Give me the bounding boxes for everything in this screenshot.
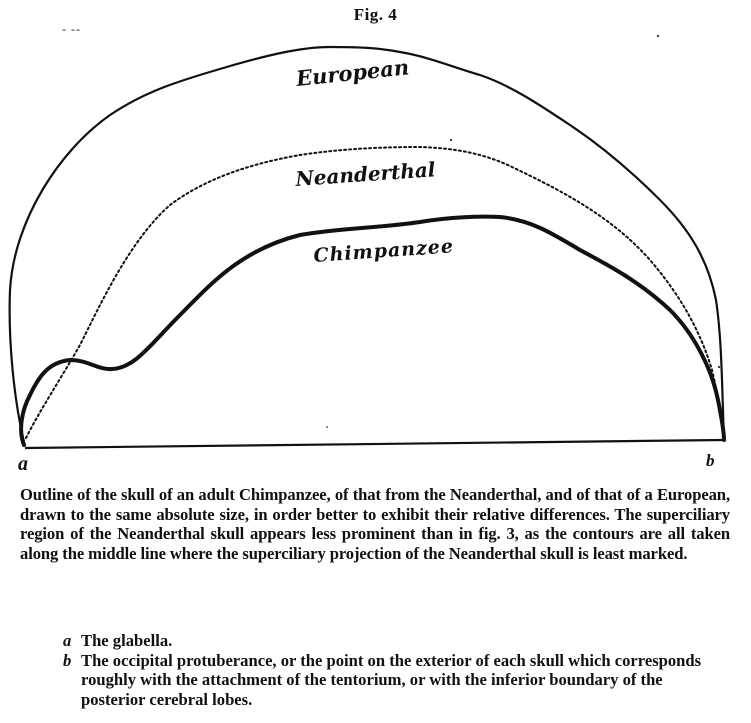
speck-mark bbox=[657, 35, 659, 37]
figure-legend: a The glabella. b The occipital protuber… bbox=[63, 631, 723, 709]
legend-key: b bbox=[63, 650, 72, 670]
point-label-b: b bbox=[706, 451, 715, 470]
skull-outline-diagram: European Neanderthal Chimpanzee a b bbox=[8, 35, 726, 475]
baseline-a-b bbox=[24, 438, 725, 450]
legend-item-b: b The occipital protuberance, or the poi… bbox=[63, 651, 723, 710]
legend-text: The glabella. bbox=[81, 631, 173, 650]
label-chimpanzee: Chimpanzee bbox=[313, 235, 455, 267]
neanderthal-skull-outline bbox=[25, 145, 725, 439]
legend-text: The occipital protuberance, or the point… bbox=[81, 650, 702, 709]
chimpanzee-skull-outline bbox=[19, 214, 726, 447]
speck-mark bbox=[718, 366, 720, 368]
label-european: European bbox=[294, 54, 410, 91]
european-skull-outline bbox=[8, 45, 726, 444]
speck-mark bbox=[450, 139, 452, 141]
figure-title: Fig. 4 bbox=[353, 5, 398, 24]
legend-key: a bbox=[63, 631, 72, 650]
point-label-a: a bbox=[18, 453, 28, 475]
stray-print-mark: - -- bbox=[62, 22, 81, 36]
label-neanderthal: Neanderthal bbox=[294, 157, 437, 191]
speck-mark bbox=[326, 426, 328, 428]
figure-caption: Outline of the skull of an adult Chimpan… bbox=[20, 485, 730, 563]
legend-item-a: a The glabella. bbox=[63, 631, 723, 651]
